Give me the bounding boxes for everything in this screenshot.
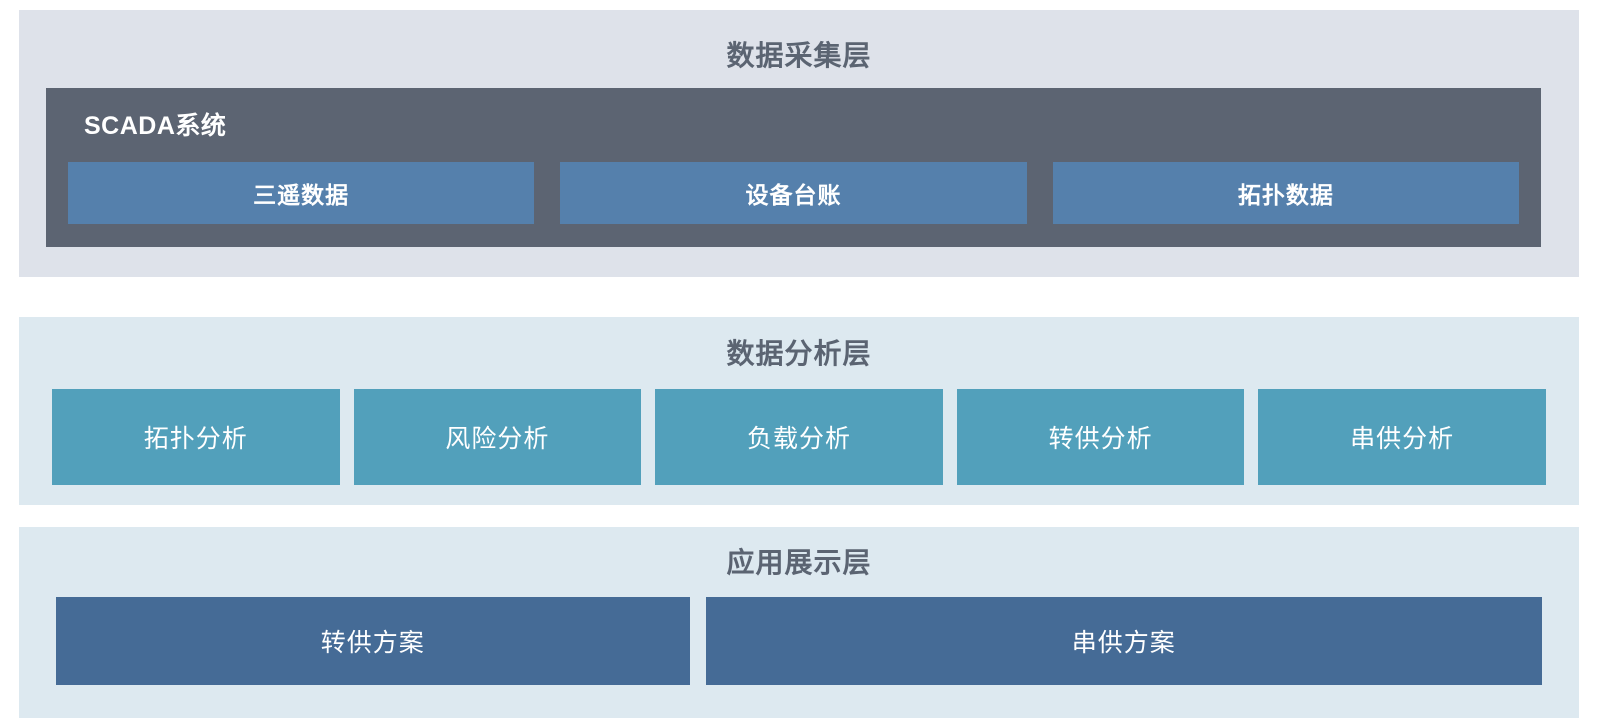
layer-application-presentation: 应用展示层 转供方案 串供方案 [19,527,1579,718]
application-item-transfer-supply-plan[interactable]: 转供方案 [56,597,690,685]
layer-data-analysis: 数据分析层 拓扑分析 风险分析 负载分析 转供分析 串供分析 [19,317,1579,505]
analysis-item-load[interactable]: 负载分析 [655,389,943,485]
application-item-series-supply-plan[interactable]: 串供方案 [705,597,1542,685]
layer-data-collection: 数据采集层 SCADA系统 三遥数据 设备台账 拓扑数据 [19,10,1579,277]
scada-item-telemetry[interactable]: 三遥数据 [68,162,535,224]
layer-title-data-analysis: 数据分析层 [726,338,872,369]
scada-item-equipment-ledger[interactable]: 设备台账 [560,162,1027,224]
scada-item-topology-data[interactable]: 拓扑数据 [1052,162,1519,224]
layer-title-data-collection: 数据采集层 [726,40,872,71]
analysis-item-series-supply[interactable]: 串供分析 [1258,389,1546,485]
analysis-item-transfer-supply[interactable]: 转供分析 [956,389,1245,485]
application-item-row: 转供方案 串供方案 [56,597,1542,685]
analysis-item-row: 拓扑分析 风险分析 负载分析 转供分析 串供分析 [52,389,1546,485]
layer-title-application-presentation: 应用展示层 [726,547,872,578]
analysis-item-risk[interactable]: 风险分析 [353,389,642,485]
scada-system-group: SCADA系统 三遥数据 设备台账 拓扑数据 [46,88,1541,247]
scada-system-label: SCADA系统 [84,112,227,140]
scada-item-row: 三遥数据 设备台账 拓扑数据 [68,162,1519,224]
analysis-item-topology[interactable]: 拓扑分析 [52,389,340,485]
